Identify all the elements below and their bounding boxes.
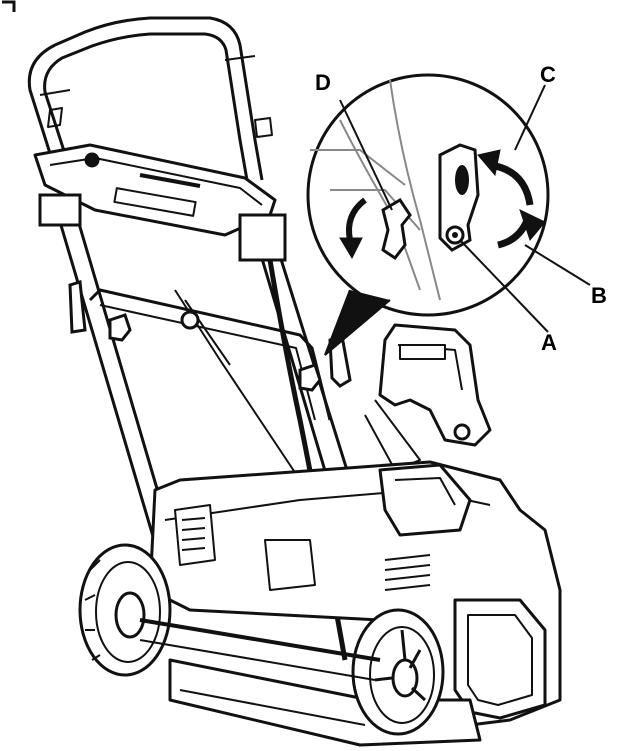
rotation-arrows [339,149,546,260]
axle-lower-edge [139,639,376,681]
axle [139,618,381,662]
left-wheel [78,543,172,677]
leader-a [459,239,549,333]
discharge-chute [364,323,492,471]
bolt-a-center [452,232,458,238]
leader-c [514,84,546,151]
callout-a: A [541,330,557,355]
leader-d [339,99,393,211]
lever-c [438,143,480,252]
corner-mark [2,0,16,12]
callout-d: D [315,70,331,95]
detail-inset [306,73,550,356]
lever-slot [455,165,469,195]
leader-b [524,244,591,286]
leader-lines [339,84,591,333]
callout-b: B [591,283,607,308]
frame-knobs [68,280,352,392]
upper-handle [27,16,273,186]
callout-c: C [540,62,556,87]
detail-pointer [324,289,391,356]
control-panel [33,143,277,237]
right-wheel [351,608,445,736]
knob-d [381,197,412,261]
housing [148,460,562,747]
